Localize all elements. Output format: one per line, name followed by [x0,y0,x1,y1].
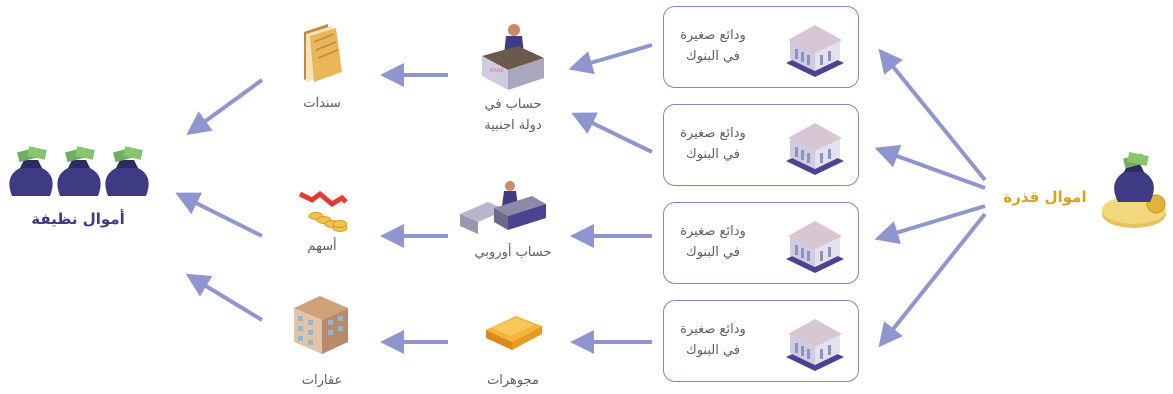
arrow-dirty-to-bank-3 [874,204,986,245]
bank-deposit-label: ودائع صغيرة في البنوك [680,28,746,64]
bank-building-icon [786,221,844,273]
jewelry-label: مجوهرات [487,373,539,388]
arrow-bonds-to-clean [186,78,264,136]
bank-deposit-label: ودائع صغيرة في البنوك [680,126,746,162]
foreign-account-label: حساب في دولة اجنبية [484,97,542,133]
bank-building-icon [786,123,844,175]
bank-building-icon [786,25,844,77]
clean-money-label: أموال نظيفة [31,210,125,228]
stocks-label: أسهم [307,239,337,254]
money-bags-icon [9,146,149,196]
bonds-label: سندات [303,96,341,111]
arrow-dirty-to-bank-1 [878,48,987,182]
bonds-folder-icon [304,24,342,82]
bank-deposit-label: ودائع صغيرة في البنوك [680,224,746,260]
dirty-money-label: اموال قذرة [1003,188,1087,206]
bank-building-icon [786,319,844,371]
stocks-coins-icon [298,190,348,232]
arrow-dirty-to-bank-4 [878,212,987,348]
bank-deposit-box: ودائع صغيرة في البنوك [663,300,859,382]
bank-counter-icon: BANK [482,24,544,90]
bank-deposit-box: ودائع صغيرة في البنوك [663,202,859,284]
money-bag-coins-icon [1102,152,1166,228]
arrow-bank2-to-foreign [571,112,653,154]
real-estate-label: عقارات [301,373,343,388]
arrow-dirty-to-bank-2 [874,144,986,190]
bank-deposit-box: ودائع صغيرة في البنوك [663,104,859,186]
svg-text:BANK: BANK [490,68,505,74]
bank-deposit-label: ودائع صغيرة في البنوك [680,322,746,358]
arrow-bank1-to-foreign [568,43,653,75]
european-account-label: حساب أوروبي [474,245,552,260]
arrow-stocks-to-clean [175,192,263,238]
arrow-realestate-to-clean [185,273,264,322]
euro-bank-counter-icon [460,181,546,234]
building-icon [294,296,348,354]
bank-deposit-box: ودائع صغيرة في البنوك [663,6,859,88]
gold-bar-icon [486,316,542,350]
